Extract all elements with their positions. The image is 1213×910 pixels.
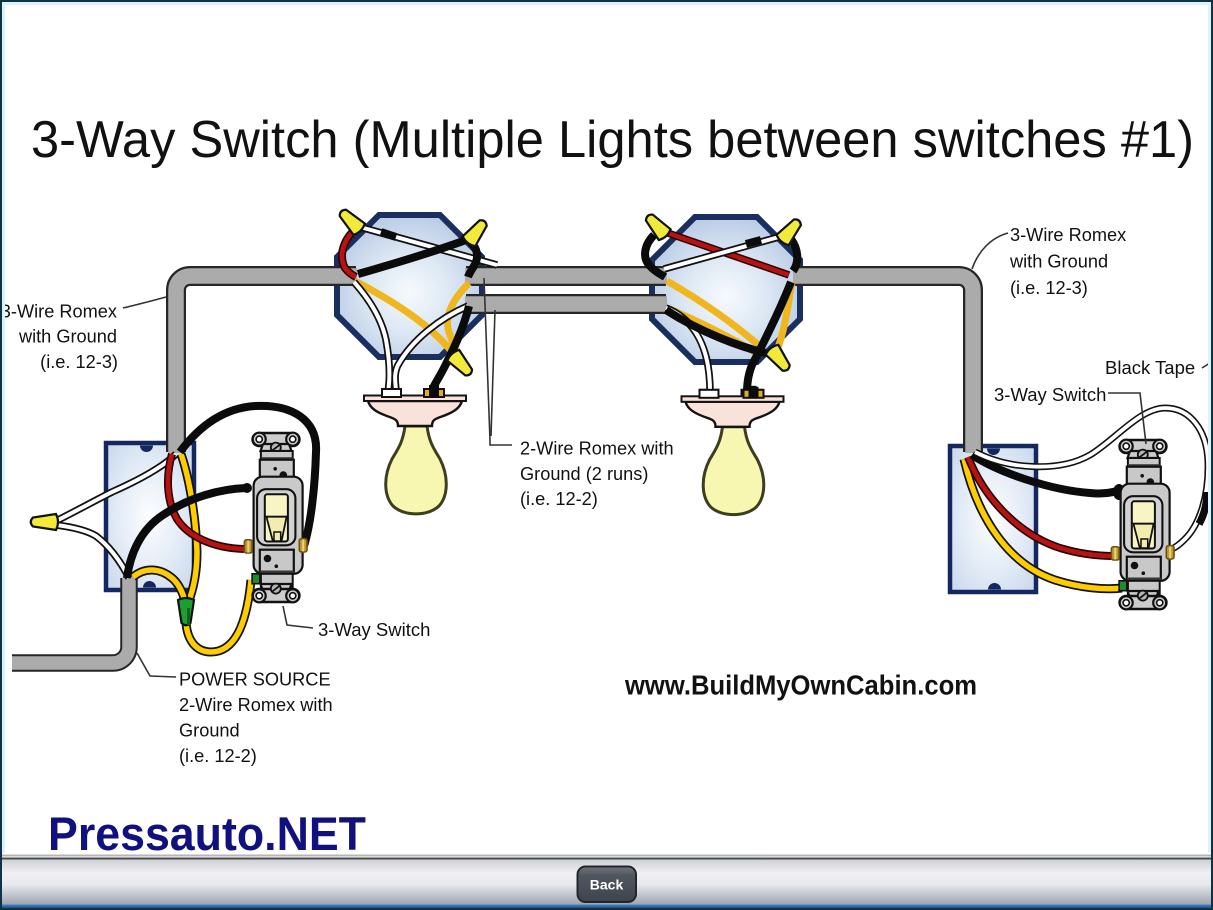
- svg-text:3-Wire Romex: 3-Wire Romex: [1, 302, 117, 322]
- svg-text:Pressauto.NET: Pressauto.NET: [48, 808, 366, 861]
- svg-text:with Ground: with Ground: [18, 326, 117, 346]
- svg-text:(i.e. 12-3): (i.e. 12-3): [1010, 278, 1088, 298]
- svg-text:3-Way Switch: 3-Way Switch: [994, 384, 1106, 405]
- svg-text:3-Way Switch (Multiple Lights: 3-Way Switch (Multiple Lights between sw…: [31, 110, 1194, 168]
- svg-text:3-Way Switch: 3-Way Switch: [318, 619, 430, 640]
- svg-text:2-Wire Romex with: 2-Wire Romex with: [179, 695, 333, 715]
- svg-text:2-Wire Romex with: 2-Wire Romex with: [520, 439, 674, 459]
- svg-text:Back: Back: [590, 877, 624, 893]
- svg-text:Ground (2 runs): Ground (2 runs): [520, 464, 648, 484]
- svg-text:(i.e. 12-3): (i.e. 12-3): [40, 352, 118, 372]
- svg-text:3-Wire Romex: 3-Wire Romex: [1010, 225, 1126, 245]
- svg-text:Ground: Ground: [179, 721, 240, 741]
- svg-text:with Ground: with Ground: [1009, 252, 1108, 272]
- svg-text:(i.e. 12-2): (i.e. 12-2): [520, 489, 598, 509]
- svg-text:Black Tape: Black Tape: [1105, 357, 1195, 378]
- svg-text:www.BuildMyOwnCabin.com: www.BuildMyOwnCabin.com: [624, 670, 977, 701]
- svg-text:POWER SOURCE: POWER SOURCE: [179, 670, 331, 690]
- svg-text:(i.e. 12-2): (i.e. 12-2): [179, 746, 257, 766]
